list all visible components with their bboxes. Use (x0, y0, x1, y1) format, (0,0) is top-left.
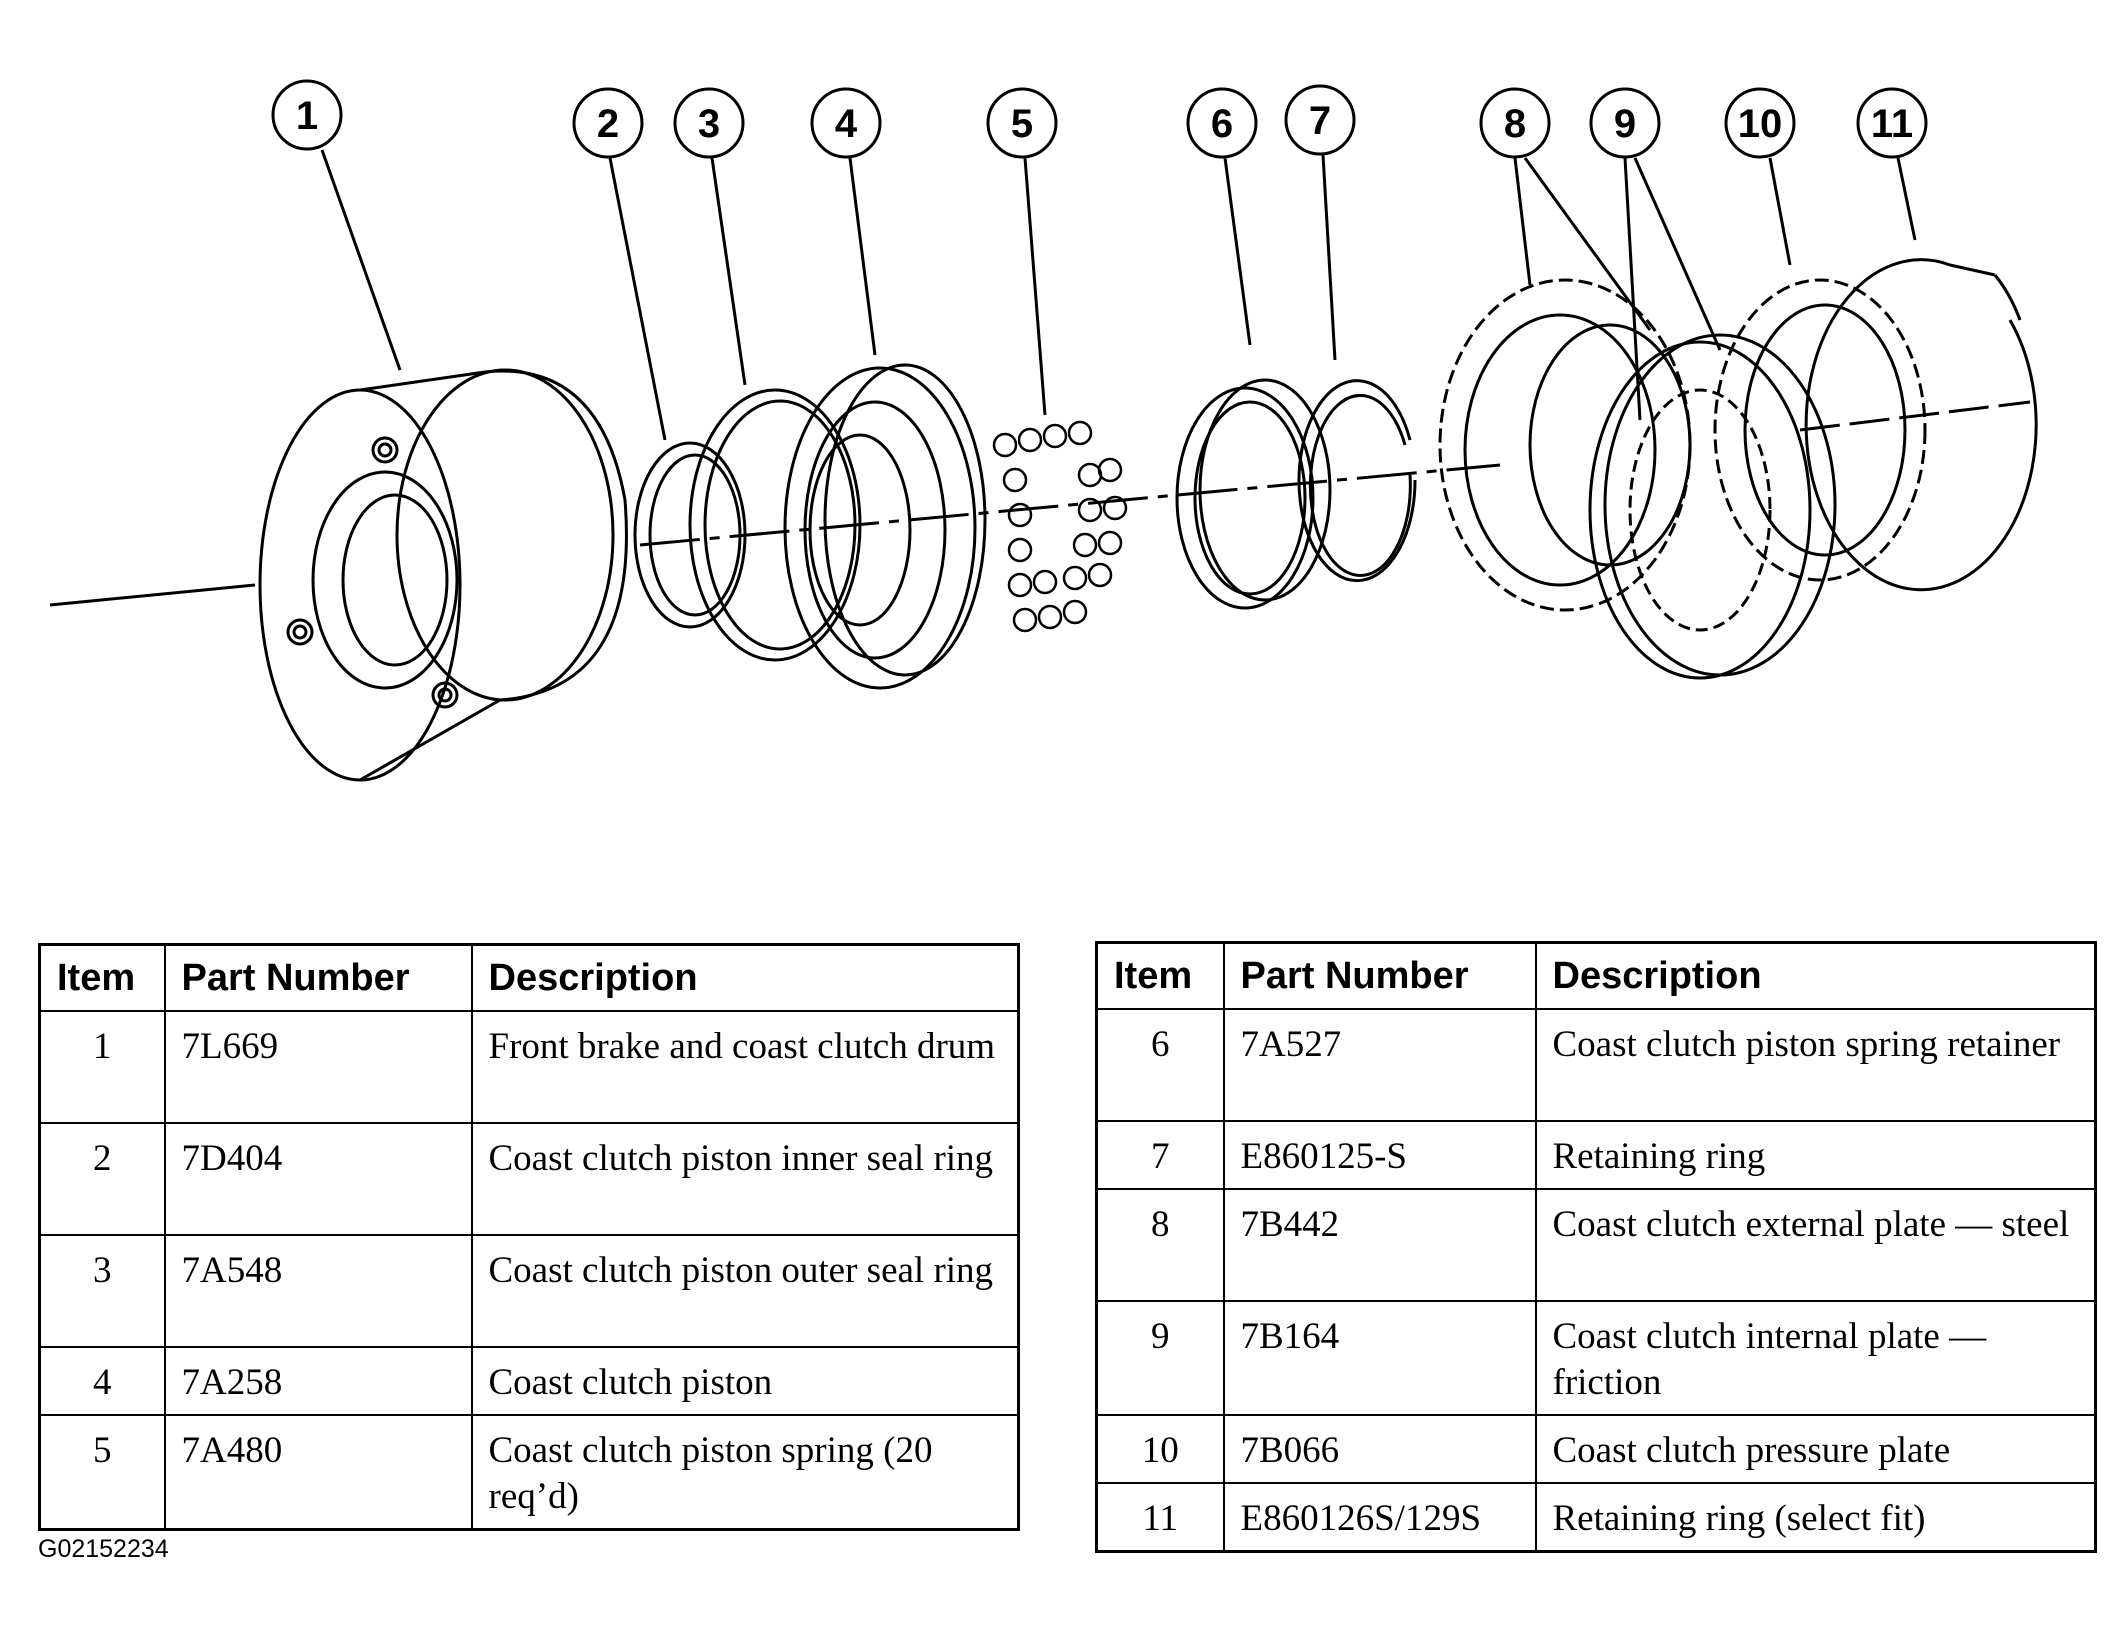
part-number-cell: 7B442 (1222, 1188, 1537, 1302)
description-cell: Front brake and coast clutch drum (470, 1010, 1020, 1124)
callout-3 (673, 87, 747, 386)
part-number-cell: 7B066 (1222, 1414, 1537, 1484)
callout-2-label: 2 (597, 102, 619, 146)
part-11-select-fit-ring (1804, 258, 2038, 592)
part-7-retaining-ring (1297, 379, 1417, 583)
callout-3-label: 3 (698, 102, 720, 146)
part-4-piston (783, 363, 987, 690)
part-number-cell: 7A480 (163, 1414, 473, 1531)
table-row: 5 7A480 Coast clutch piston spring (20 r… (38, 1414, 1020, 1531)
table-row: 10 7B066 Coast clutch pressure plate (1095, 1414, 2097, 1484)
callout-8-label: 8 (1504, 102, 1526, 146)
callout-7 (1284, 84, 1356, 361)
part-number-cell: 7A548 (163, 1234, 473, 1348)
header-part-number: Part Number (1222, 941, 1537, 1010)
figure-code: G02152234 (38, 1535, 169, 1563)
centerline-left (49, 583, 256, 607)
callout-10-label: 10 (1738, 102, 1783, 146)
callout-4-label: 4 (835, 102, 858, 146)
description-cell: Coast clutch piston outer seal ring (470, 1234, 1020, 1348)
description-cell: Coast clutch piston inner seal ring (470, 1122, 1020, 1236)
part-5-springs (992, 420, 1128, 633)
part-number-cell: 7A258 (163, 1346, 473, 1416)
part-8-steel-plates (1438, 278, 1692, 612)
description-cell: Retaining ring (1534, 1120, 2097, 1190)
centerline (639, 463, 1501, 547)
callout-8 (1479, 87, 1652, 331)
part-2-inner-seal-ring (633, 441, 747, 629)
callout-1-label: 1 (296, 94, 318, 138)
part-10-pressure-plate (1713, 278, 1927, 582)
callout-6-label: 6 (1211, 102, 1233, 146)
part-1-drum (258, 368, 628, 782)
table-header-row: Item Part Number Description (1095, 941, 2097, 1010)
item-cell: 1 (38, 1010, 166, 1124)
table-row: 11 E860126S/129S Retaining ring (select … (1095, 1482, 2097, 1553)
item-cell: 4 (38, 1346, 166, 1416)
callout-1 (271, 79, 402, 371)
description-cell: Coast clutch piston spring retainer (1534, 1008, 2097, 1122)
part-number-cell: 7D404 (163, 1122, 473, 1236)
item-cell: 2 (38, 1122, 166, 1236)
callout-10 (1724, 87, 1796, 266)
item-cell: 11 (1095, 1482, 1225, 1553)
parts-table-right: Item Part Number Description 6 7A527 Coa… (1095, 941, 2097, 1553)
header-item: Item (38, 943, 166, 1012)
header-description: Description (1534, 941, 2097, 1010)
callout-9 (1589, 87, 1722, 421)
callout-2 (572, 87, 667, 441)
description-cell: Coast clutch internal plate — friction (1534, 1300, 2097, 1416)
part-9-friction-plates (1588, 333, 1837, 680)
part-number-cell: 7A527 (1222, 1008, 1537, 1122)
callout-4 (810, 87, 882, 356)
part-number-cell: E860126S/129S (1222, 1482, 1537, 1553)
callout-11-label: 11 (1871, 102, 1913, 146)
item-cell: 5 (38, 1414, 166, 1531)
part-number-cell: E860125-S (1222, 1120, 1537, 1190)
callout-5-label: 5 (1011, 102, 1033, 146)
description-cell: Retaining ring (select fit) (1534, 1482, 2097, 1553)
table-row: 6 7A527 Coast clutch piston spring retai… (1095, 1008, 2097, 1122)
parts-table-left: Item Part Number Description 1 7L669 Fro… (38, 943, 1020, 1531)
callout-5 (986, 87, 1058, 416)
part-number-cell: 7L669 (163, 1010, 473, 1124)
part-3-outer-seal-ring (688, 388, 862, 662)
callout-6 (1186, 87, 1258, 346)
table-row: 9 7B164 Coast clutch internal plate — fr… (1095, 1300, 2097, 1416)
table-row: 1 7L669 Front brake and coast clutch dru… (38, 1010, 1020, 1124)
item-cell: 6 (1095, 1008, 1225, 1122)
header-description: Description (470, 943, 1020, 1012)
table-header-row: Item Part Number Description (38, 943, 1020, 1012)
part-6-spring-retainer (1175, 378, 1332, 610)
table-row: 3 7A548 Coast clutch piston outer seal r… (38, 1234, 1020, 1348)
exploded-view-diagram: 1 2 3 4 5 6 7 8 9 10 11 (49, 79, 2038, 782)
description-cell: Coast clutch piston (470, 1346, 1020, 1416)
item-cell: 8 (1095, 1188, 1225, 1302)
table-row: 7 E860125-S Retaining ring (1095, 1120, 2097, 1190)
item-cell: 3 (38, 1234, 166, 1348)
table-row: 4 7A258 Coast clutch piston (38, 1346, 1020, 1416)
centerline-right (1799, 400, 2031, 432)
description-cell: Coast clutch pressure plate (1534, 1414, 2097, 1484)
description-cell: Coast clutch piston spring (20 req’d) (470, 1414, 1020, 1531)
description-cell: Coast clutch external plate — steel (1534, 1188, 2097, 1302)
header-part-number: Part Number (163, 943, 473, 1012)
callout-7-label: 7 (1309, 99, 1331, 143)
item-cell: 10 (1095, 1414, 1225, 1484)
callout-11 (1856, 87, 1928, 241)
table-row: 2 7D404 Coast clutch piston inner seal r… (38, 1122, 1020, 1236)
header-item: Item (1095, 941, 1225, 1010)
part-number-cell: 7B164 (1222, 1300, 1537, 1416)
callout-9-label: 9 (1614, 102, 1636, 146)
table-row: 8 7B442 Coast clutch external plate — st… (1095, 1188, 2097, 1302)
item-cell: 9 (1095, 1300, 1225, 1416)
item-cell: 7 (1095, 1120, 1225, 1190)
